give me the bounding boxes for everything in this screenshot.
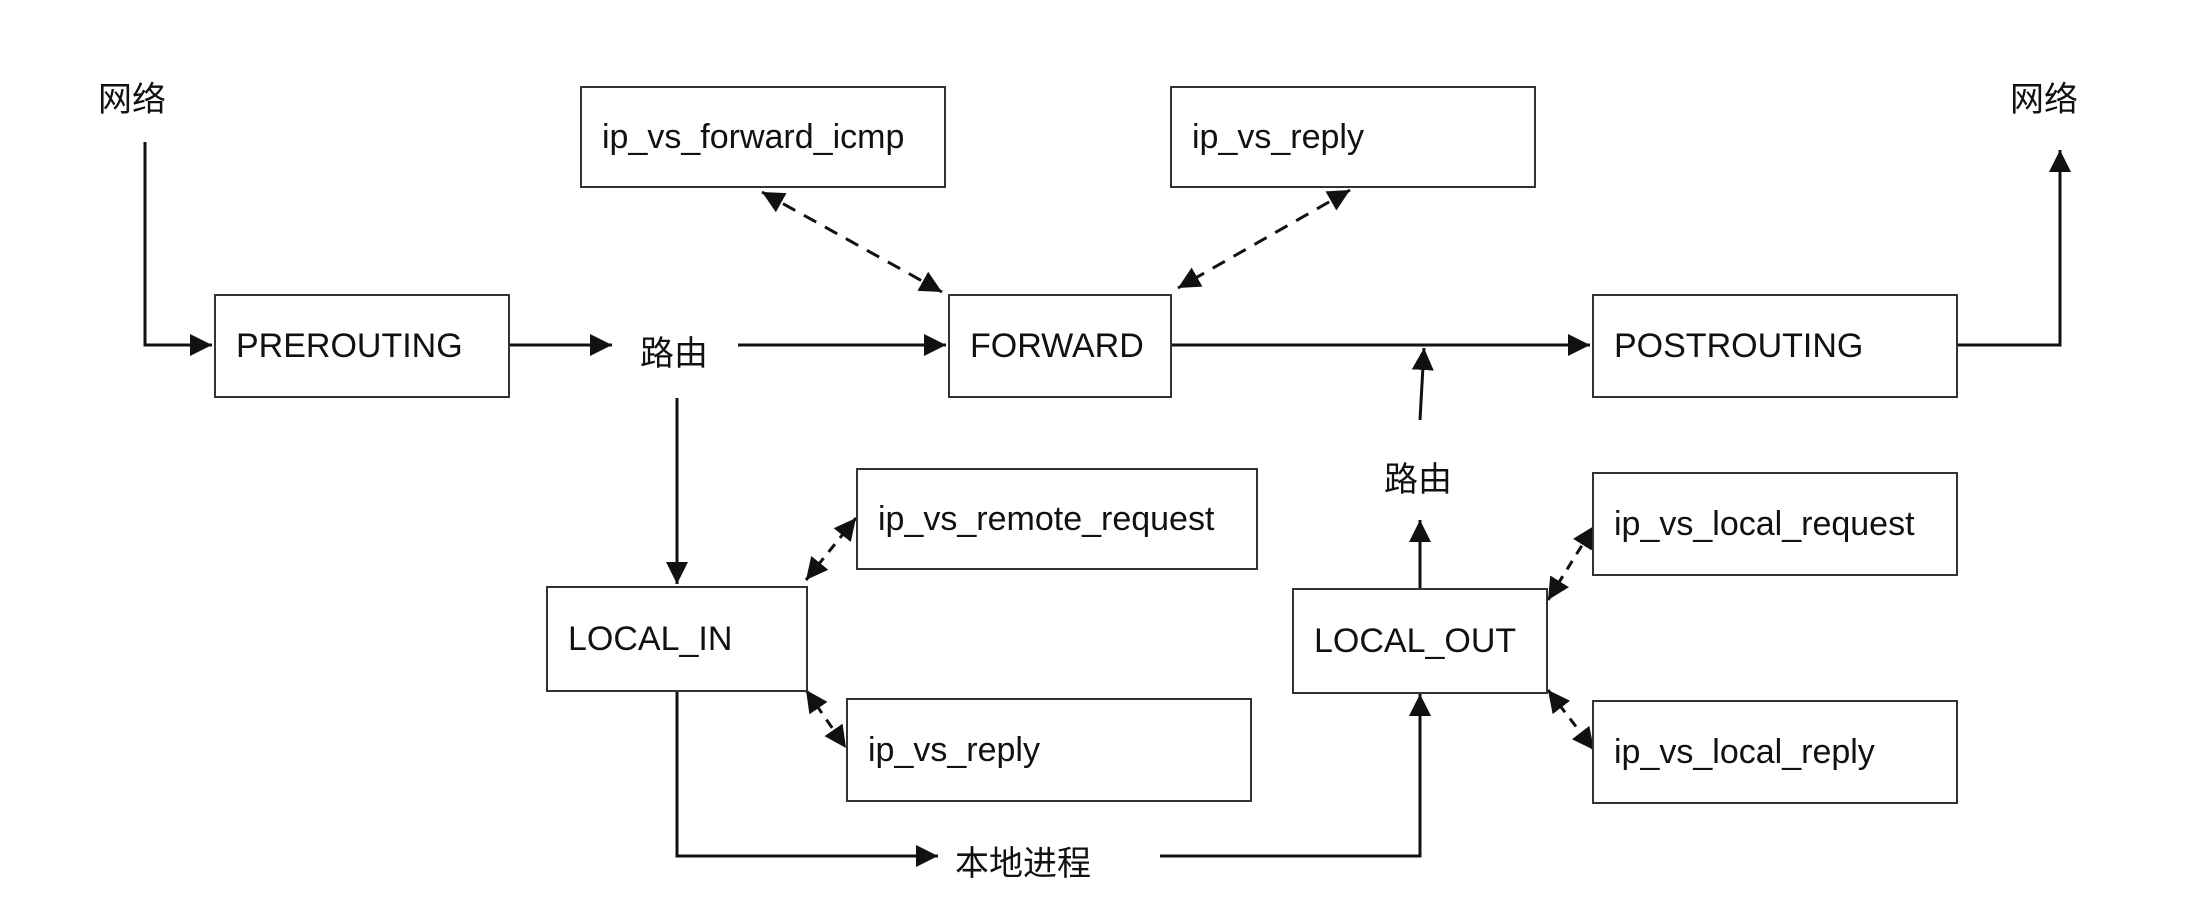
node-postrouting: POSTROUTING <box>1592 294 1958 398</box>
node-ip-vs-local-reply: ip_vs_local_reply <box>1592 700 1958 804</box>
edge-local-request-hook <box>1546 525 1596 601</box>
node-ip-vs-remote-request: ip_vs_remote_request <box>856 468 1258 570</box>
node-ip-vs-reply-top: ip_vs_reply <box>1170 86 1536 188</box>
node-local-in: LOCAL_IN <box>546 586 808 692</box>
edge-local-process-to-local-out <box>1160 694 1431 858</box>
edge-route-to-postrouting-join <box>1411 347 1434 421</box>
label-route-1: 路由 <box>640 335 708 373</box>
edge-remote-request-hook <box>804 517 858 581</box>
edge-reply-hook-top <box>1177 188 1351 290</box>
edge-local-in-to-local-process <box>675 692 938 867</box>
node-ip-vs-forward-icmp: ip_vs_forward_icmp <box>580 86 946 188</box>
label-network-out: 网络 <box>2010 81 2078 119</box>
edge-network-to-prerouting <box>143 142 212 356</box>
label-local-process: 本地进程 <box>955 845 1091 883</box>
node-ip-vs-local-request: ip_vs_local_request <box>1592 472 1958 576</box>
edge-local-reply-hook <box>1546 689 1596 751</box>
node-ip-vs-reply-bottom: ip_vs_reply <box>846 698 1252 802</box>
edge-forward-icmp-hook <box>761 190 943 294</box>
label-network-in: 网络 <box>98 81 166 119</box>
node-local-out: LOCAL_OUT <box>1292 588 1548 694</box>
edge-reply-hook-bottom <box>804 689 848 749</box>
node-prerouting: PREROUTING <box>214 294 510 398</box>
node-forward: FORWARD <box>948 294 1172 398</box>
label-route-2: 路由 <box>1384 461 1452 499</box>
edge-postrouting-to-network <box>1958 150 2071 347</box>
